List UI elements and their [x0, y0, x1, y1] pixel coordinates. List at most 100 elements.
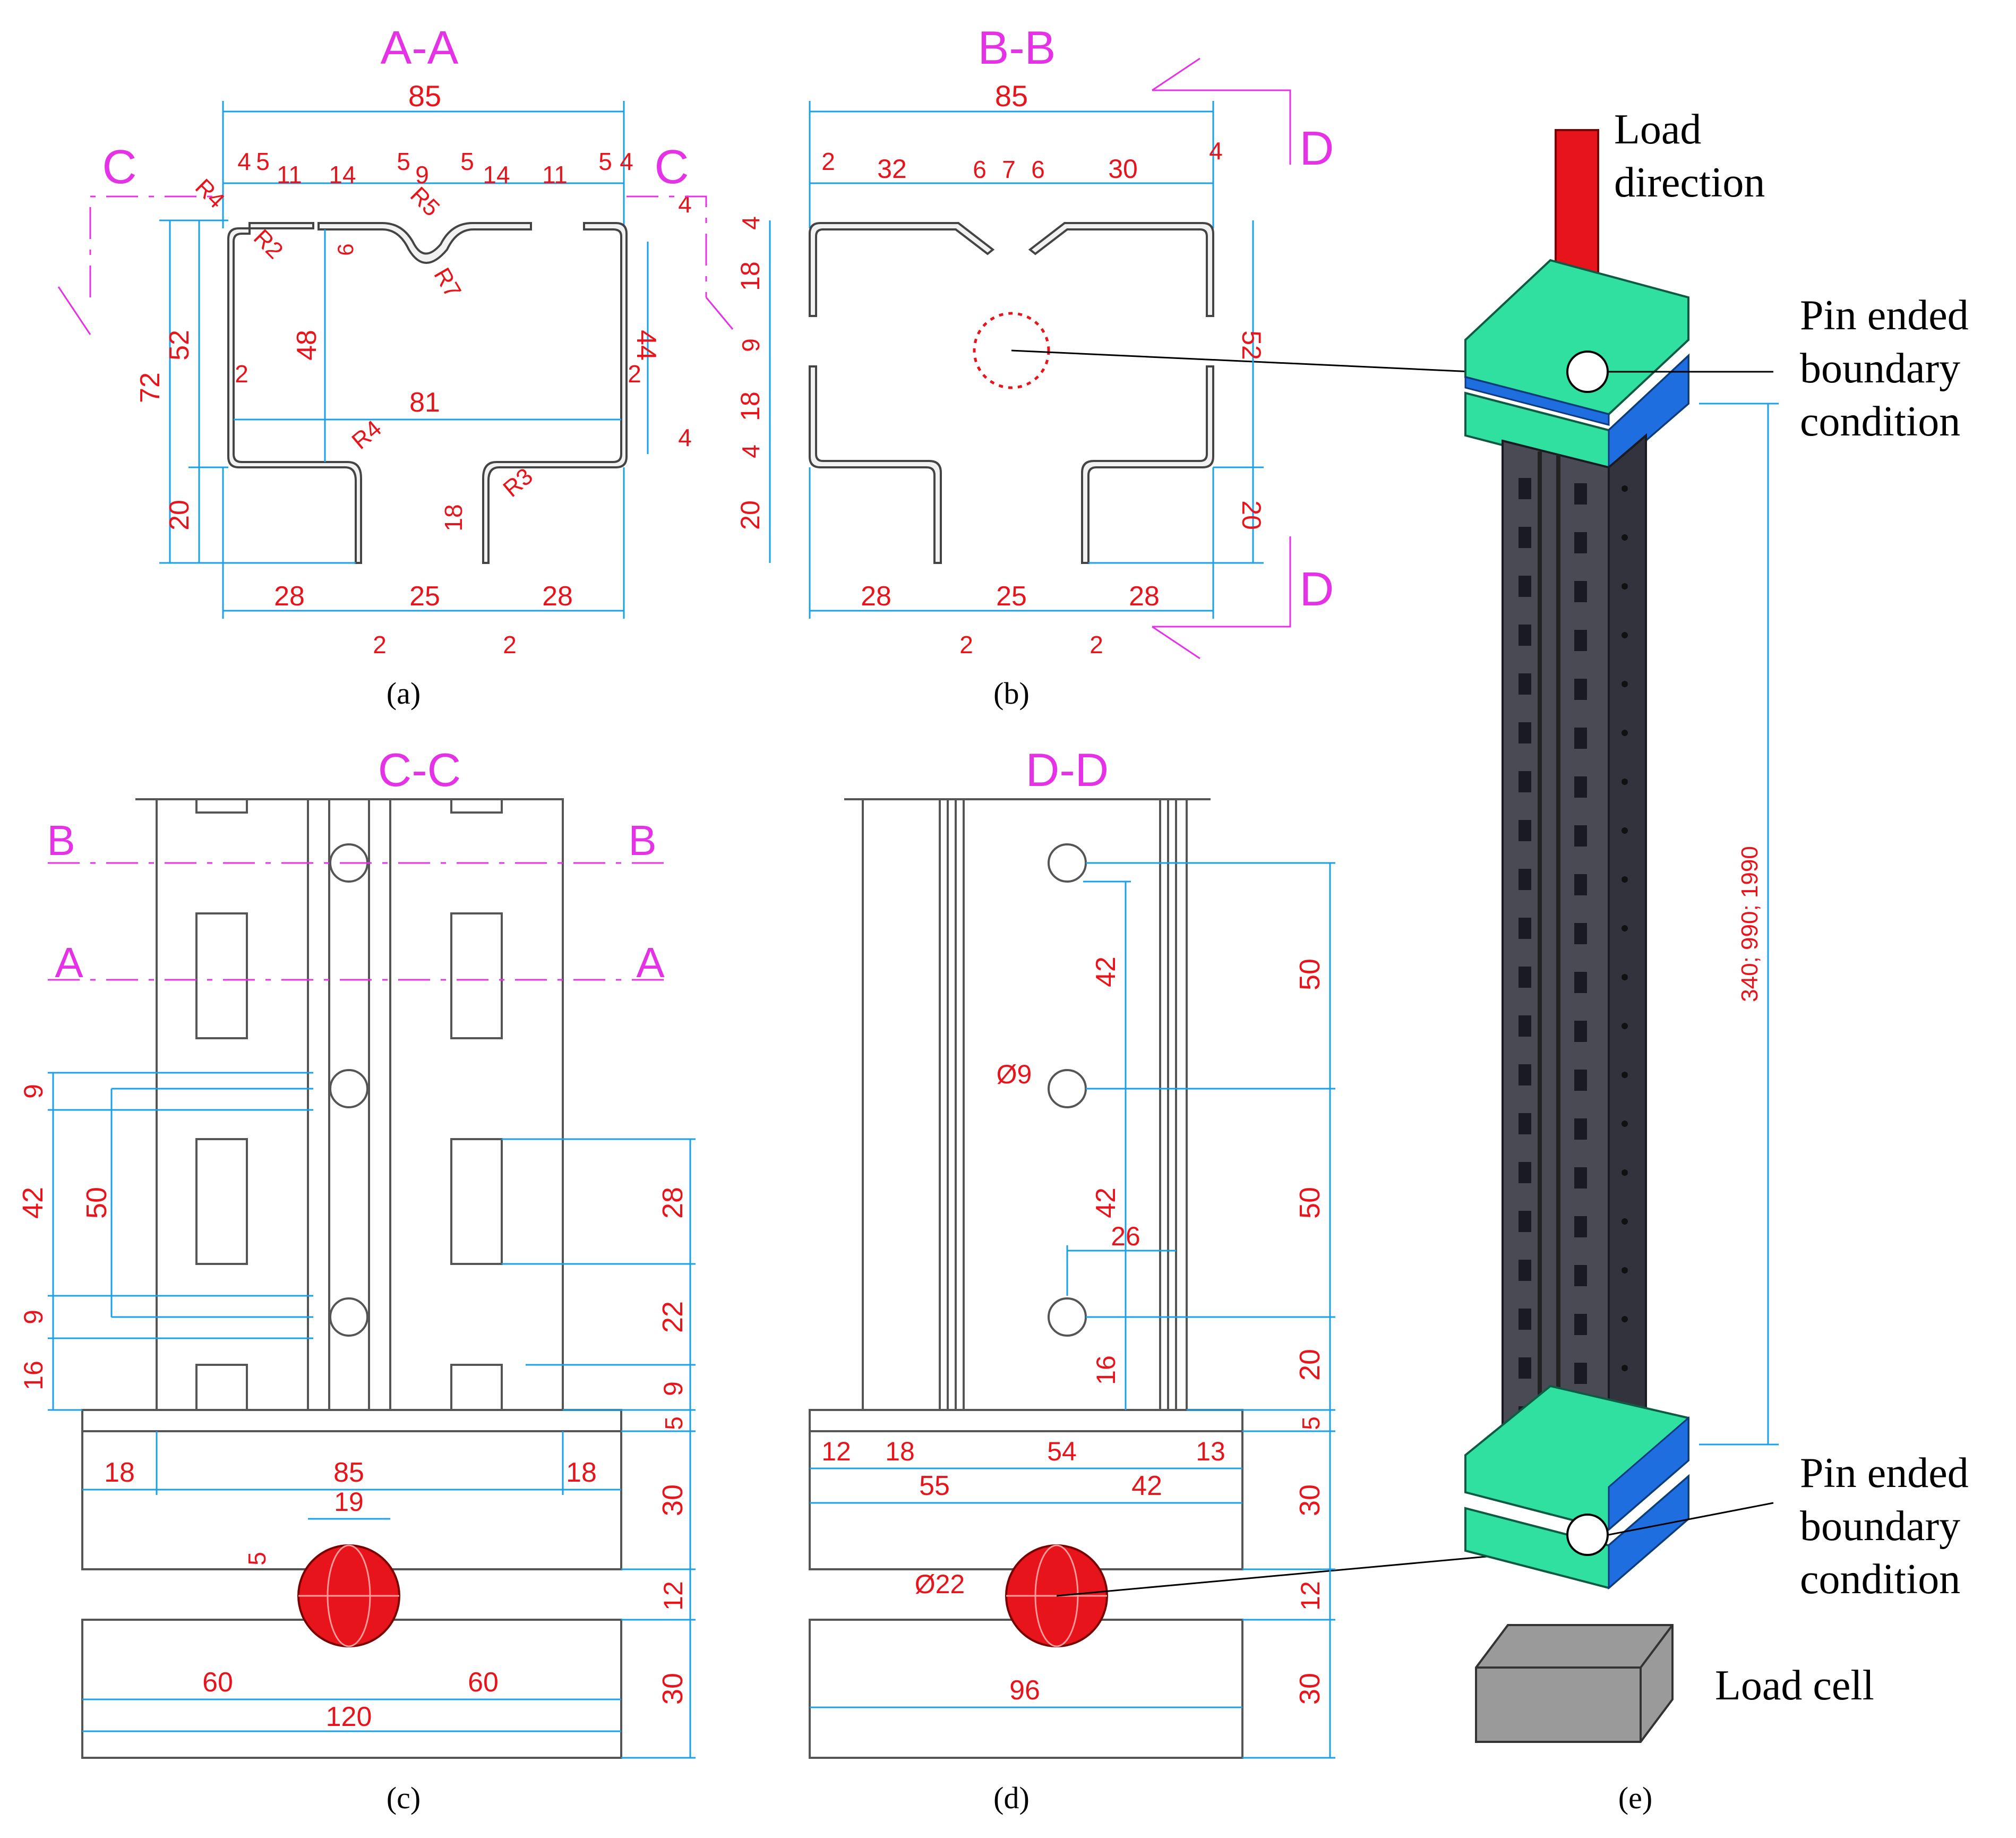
column-hole — [1519, 1064, 1531, 1085]
panel-a: A-A 85 4 5 11 14 5 9 5 14 11 5 4 72 52 2… — [57, 21, 734, 711]
dim-d-12-left: 12 — [821, 1437, 851, 1466]
section-a-left — [227, 222, 362, 564]
label-pin-bottom-2: boundary — [1800, 1503, 1960, 1550]
dim-a-18: 18 — [440, 504, 467, 531]
panel-e-label: (e) — [1618, 1781, 1652, 1815]
dim-a-top-9: 11 — [542, 161, 568, 189]
dim-a-t-bl: 2 — [373, 631, 387, 659]
dim-a-R3: R3 — [498, 463, 538, 502]
column-bolt-hole — [1622, 1121, 1628, 1127]
dim-c-30-bottom: 30 — [657, 1673, 689, 1705]
dim-d-96: 96 — [1009, 1675, 1040, 1706]
dim-b-l-4: 18 — [735, 391, 765, 421]
dim-a-R2: R2 — [248, 225, 288, 264]
dim-c-5: 5 — [660, 1416, 688, 1430]
column-hole — [1519, 820, 1531, 841]
dim-c-9-bottom: 9 — [19, 1310, 48, 1324]
column-bolt-hole — [1622, 1072, 1628, 1078]
column-bolt-hole — [1622, 485, 1628, 492]
column-bolt-hole — [1622, 632, 1628, 638]
panel-c-title: C-C — [378, 743, 461, 796]
column-bolt-hole — [1622, 876, 1628, 883]
dim-d-50-bottom: 50 — [1294, 1187, 1326, 1219]
dim-d-phi9: Ø9 — [997, 1059, 1032, 1089]
dim-d-30-bottom: 30 — [1294, 1673, 1326, 1705]
cut-a-left: A — [55, 939, 83, 986]
dim-a-20: 20 — [164, 500, 195, 531]
panel-d-label: (d) — [993, 1781, 1030, 1815]
column-bolt-hole — [1622, 730, 1628, 736]
column-hole — [1574, 1265, 1587, 1286]
column-hole — [1574, 1363, 1587, 1384]
dim-a-top-3: 11 — [277, 161, 302, 189]
dim-b-28-left: 28 — [861, 581, 891, 612]
label-pin-top-2: boundary — [1800, 345, 1960, 392]
dim-d-42-bottom: 42 — [1091, 1187, 1121, 1218]
column-bolt-hole — [1622, 1023, 1628, 1029]
dim-a-t-right: 2 — [628, 360, 641, 388]
dim-a-top-8: 14 — [483, 161, 510, 189]
dim-c-9: 9 — [658, 1381, 688, 1396]
dim-c-18-left: 18 — [104, 1457, 135, 1488]
column-elevation-d — [862, 798, 1188, 1411]
dim-b-28-right: 28 — [1129, 581, 1160, 612]
column-bolt-hole — [1622, 583, 1628, 589]
dim-d-42: 42 — [1131, 1471, 1162, 1501]
cut-d-top: D — [1300, 122, 1334, 175]
dim-b-t-right: 2 — [1090, 631, 1103, 659]
dim-b-l-1: 4 — [737, 216, 765, 230]
column-hole — [1574, 483, 1587, 505]
label-pin-top-3: condition — [1800, 398, 1960, 445]
column-hole — [1574, 532, 1587, 553]
dim-a-top-10: 5 — [598, 148, 612, 175]
label-load: Load — [1614, 106, 1701, 153]
column-hole — [1574, 679, 1587, 700]
dim-c-18-right: 18 — [566, 1457, 597, 1488]
column-hole — [1574, 1216, 1587, 1237]
dim-b-top-3: 6 — [973, 156, 986, 183]
dim-b-l-6: 20 — [735, 500, 765, 530]
dim-a-44: 44 — [631, 330, 662, 361]
panel-b-label: (b) — [993, 676, 1030, 711]
section-b-bl — [809, 365, 942, 564]
dim-d-phi22: Ø22 — [915, 1569, 965, 1599]
column-bolt-hole — [1622, 925, 1628, 931]
dim-a-top-1: 4 — [237, 148, 251, 175]
dim-c-5-ball: 5 — [243, 1552, 271, 1566]
dim-c-120: 120 — [326, 1702, 372, 1732]
column-hole — [1574, 581, 1587, 602]
cut-b-right: B — [628, 817, 656, 864]
dim-b-top-1: 2 — [821, 148, 835, 175]
dim-a-25: 25 — [409, 581, 440, 612]
column-bolt-hole — [1622, 779, 1628, 785]
dim-b-l-5: 4 — [737, 444, 765, 458]
column-hole — [1519, 771, 1531, 792]
column-hole — [1519, 1113, 1531, 1134]
panel-a-label: (a) — [387, 676, 421, 711]
dim-a-top-5: 5 — [397, 148, 410, 175]
column-hole — [1574, 1021, 1587, 1042]
dim-c-22: 22 — [657, 1301, 689, 1333]
dim-c-9-top: 9 — [19, 1084, 48, 1099]
dim-c-28: 28 — [657, 1187, 689, 1219]
section-b-br — [1081, 365, 1214, 564]
dim-a-t-left: 2 — [235, 360, 248, 388]
cut-b-left: B — [47, 817, 75, 864]
dim-a-6: 6 — [333, 243, 358, 255]
dim-a-top-4: 14 — [329, 161, 356, 189]
column-bolt-hole — [1622, 1218, 1628, 1225]
dim-c-60-right: 60 — [468, 1667, 499, 1698]
dim-a-72: 72 — [135, 372, 166, 403]
dim-d-54: 54 — [1047, 1437, 1077, 1466]
dim-b-l-3: 9 — [737, 338, 765, 352]
pin-bottom-icon — [1566, 1514, 1609, 1556]
dim-c-60-left: 60 — [202, 1667, 233, 1698]
column-bolt-hole — [1622, 1316, 1628, 1322]
column-hole — [1519, 918, 1531, 939]
dim-a-52: 52 — [164, 330, 195, 361]
dim-b-top-2: 32 — [877, 154, 907, 184]
cut-d-bottom: D — [1300, 563, 1334, 616]
panel-b-title: B-B — [978, 21, 1056, 74]
column-hole — [1519, 673, 1531, 695]
section-b-tl — [809, 222, 995, 317]
